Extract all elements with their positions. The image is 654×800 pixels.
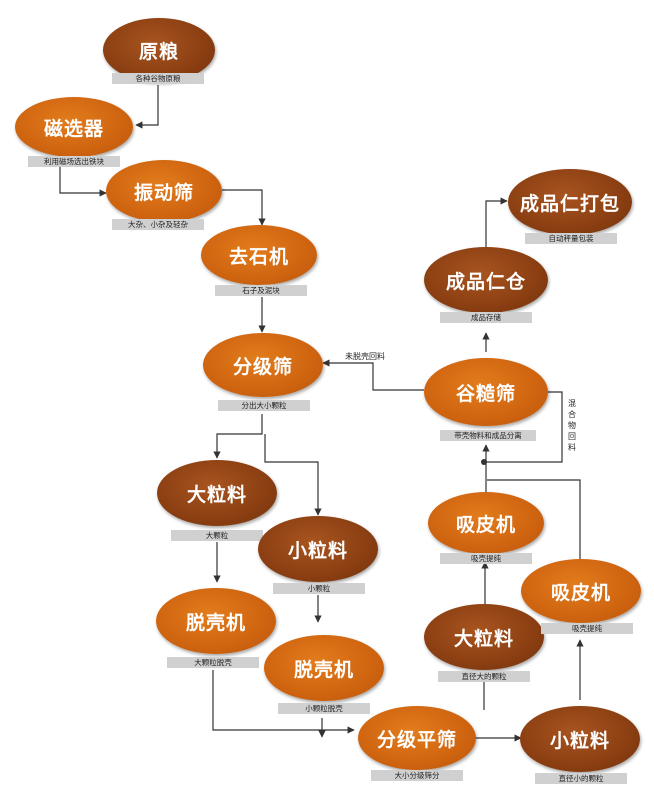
node-small-grains-1: 小粒料 (258, 516, 378, 582)
node-label: 大粒料 (453, 627, 514, 650)
node-grading-screen: 分级筛 (203, 333, 323, 397)
edge-label-unhulled-return: 未脱壳回料 (345, 352, 385, 361)
caption-destoner: 石子及泥块 (215, 285, 307, 296)
caption-small-grains-1: 小颗粒 (273, 583, 365, 594)
node-label: 原粮 (138, 40, 179, 63)
caption-vibrating-screen: 大杂、小杂及轻杂 (112, 219, 204, 230)
caption-huller-small: 小颗粒脱壳 (278, 703, 370, 714)
node-label: 磁选器 (43, 117, 104, 140)
node-label: 小粒料 (287, 539, 348, 562)
edge-huller-large-to-plansifter (212, 670, 355, 734)
edge-vibrating-to-destoner (222, 189, 266, 226)
edge-label-mixed-return: 混合物回料 (568, 399, 576, 452)
caption-kernel-bin: 成品存储 (440, 312, 532, 323)
caption-paddy-separator: 带壳物料和成品分离 (440, 430, 536, 441)
node-large-grains-2: 大粒料 (424, 604, 544, 670)
node-label: 振动筛 (133, 181, 194, 204)
node-destoner: 去石机 (201, 225, 317, 285)
node-label: 吸皮机 (455, 513, 516, 536)
node-label: 脱壳机 (185, 611, 246, 634)
edge-raw-to-magnetic (135, 85, 159, 129)
caption-magnetic-separator: 利用磁场选出铁块 (28, 156, 120, 167)
node-label: 成品仁打包 (519, 192, 620, 215)
node-label: 分级筛 (232, 355, 293, 378)
node-aspirator-left: 吸皮机 (428, 492, 544, 554)
node-kernel-packing: 成品仁打包 (508, 169, 632, 235)
node-label: 成品仁仓 (445, 270, 526, 293)
edge-bin-to-packing (485, 197, 508, 251)
caption-grading-screen: 分出大小颗粒 (218, 400, 310, 411)
node-label: 去石机 (228, 245, 289, 268)
node-aspirator-right: 吸皮机 (521, 559, 641, 623)
node-label: 分级平筛 (376, 728, 457, 751)
edge-grading-to-small (264, 434, 322, 516)
caption-large-grains-2: 直径大的颗粒 (438, 671, 530, 682)
node-magnetic-separator: 磁选器 (15, 97, 133, 157)
caption-small-grains-2: 直径小的颗粒 (535, 773, 627, 784)
node-small-grains-2: 小粒料 (520, 706, 640, 772)
edge-paddy-mixed-return (484, 391, 563, 463)
node-label: 大粒料 (186, 483, 247, 506)
node-label: 脱壳机 (293, 658, 354, 681)
caption-aspirator-left: 吸壳提纯 (440, 553, 532, 564)
node-kernel-bin: 成品仁仓 (424, 247, 548, 313)
node-raw-grain: 原粮 (103, 18, 215, 82)
node-paddy-separator: 谷糙筛 (424, 358, 548, 426)
node-large-grains-1: 大粒料 (157, 460, 277, 526)
caption-large-grains-1: 大颗粒 (171, 530, 263, 541)
edge-magnetic-to-vibrating (59, 165, 107, 197)
node-label: 谷糙筛 (455, 382, 516, 405)
junction-dot (481, 459, 487, 465)
caption-huller-large: 大颗粒脱壳 (167, 657, 259, 668)
node-huller-small: 脱壳机 (264, 635, 384, 701)
edge-aspirator-right-merge (487, 479, 581, 560)
node-grading-plansifter: 分级平筛 (358, 706, 476, 770)
caption-raw-grain: 各种谷物原粮 (112, 73, 204, 84)
caption-aspirator-right: 吸壳提纯 (541, 623, 633, 634)
node-label: 吸皮机 (550, 581, 611, 604)
node-huller-large: 脱壳机 (156, 588, 276, 654)
edge-grading-split (213, 414, 263, 459)
node-label: 小粒料 (549, 729, 610, 752)
edge-paddy-unhulled-return (322, 359, 424, 391)
caption-kernel-packing: 自动秤量包装 (525, 233, 617, 244)
caption-grading-plansifter: 大小分级筛分 (371, 770, 463, 781)
node-vibrating-screen: 振动筛 (106, 160, 222, 222)
